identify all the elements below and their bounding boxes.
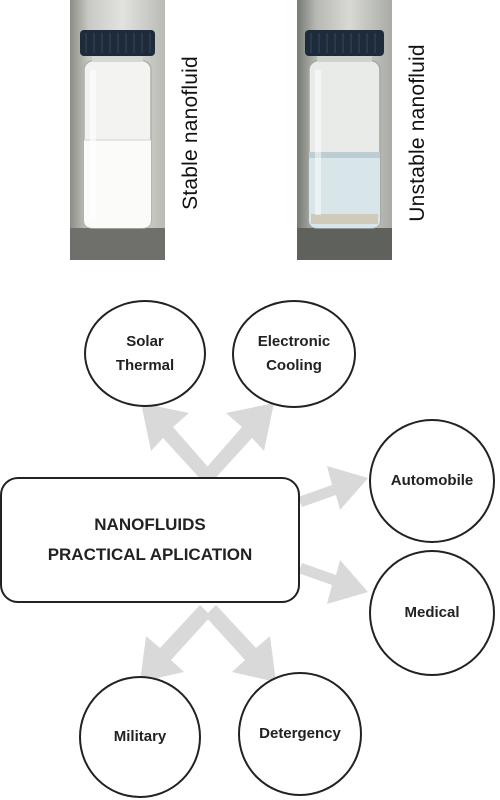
table-surface bbox=[297, 228, 392, 260]
table-surface bbox=[70, 228, 165, 260]
hub-box: NANOFLUIDS PRACTICAL APLICATION bbox=[0, 477, 300, 603]
node-solar-thermal-label: Solar Thermal bbox=[115, 332, 175, 374]
node-military-label: Military bbox=[113, 728, 167, 745]
node-medical-label: Medical bbox=[404, 604, 460, 621]
arrow-to-medical bbox=[298, 560, 368, 604]
glass-highlight bbox=[315, 70, 321, 215]
stable-nanofluid-photo bbox=[70, 0, 165, 260]
node-military: Military bbox=[79, 676, 201, 798]
node-detergency: Detergency bbox=[238, 672, 362, 796]
bottle-illustration bbox=[70, 30, 165, 260]
node-automobile: Automobile bbox=[369, 419, 495, 543]
node-detergency-label: Detergency bbox=[259, 725, 341, 742]
node-electronic-cooling-label: Electronic Cooling bbox=[257, 333, 331, 374]
separated-suspension bbox=[309, 155, 380, 228]
white-suspension bbox=[84, 140, 151, 228]
sediment bbox=[311, 214, 378, 224]
bottle-illustration bbox=[297, 30, 392, 260]
node-electronic-cooling: Electronic Cooling bbox=[232, 300, 356, 408]
node-automobile-label: Automobile bbox=[390, 472, 474, 489]
arrow-to-detergency bbox=[205, 605, 276, 682]
arrow-to-military bbox=[140, 605, 211, 682]
cap-ridges bbox=[310, 33, 376, 53]
cap-ridges bbox=[85, 33, 151, 53]
separation-layer bbox=[309, 152, 380, 158]
glass-highlight bbox=[90, 70, 96, 220]
node-medical: Medical bbox=[369, 550, 495, 676]
arrow-to-automobile bbox=[298, 466, 368, 510]
node-solar-thermal: Solar Thermal bbox=[84, 300, 206, 407]
arrow-to-electronic-cooling bbox=[200, 403, 274, 484]
arrow-to-solar-thermal bbox=[141, 403, 215, 484]
hub-label: NANOFLUIDS PRACTICAL APLICATION bbox=[47, 515, 253, 564]
bottle-cap bbox=[305, 30, 384, 56]
unstable-nanofluid-photo bbox=[297, 0, 392, 260]
